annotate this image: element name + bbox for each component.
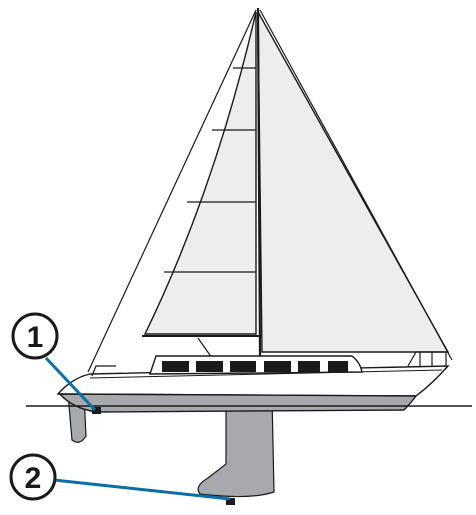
mast [256,7,262,357]
window [264,361,291,372]
hull [56,351,450,413]
cabin-windows [162,361,348,372]
window [328,361,348,372]
backstay [87,9,257,373]
vang [197,337,213,359]
window [298,361,320,372]
callout-2: 2 [9,453,231,501]
sail-battens [164,67,256,273]
hull-bottom [58,393,418,413]
window [162,361,189,372]
keel [197,395,275,498]
callout-1-circle [11,312,59,360]
forestay [259,9,453,361]
callout-1: 1 [11,312,97,412]
stern-rail [91,365,116,377]
window [230,361,256,372]
transducer-2 [226,498,235,505]
callout-2-circle [9,453,57,501]
window [196,361,223,372]
sheer-line [89,369,443,379]
transducer-1 [92,407,101,414]
callout-1-number: 1 [27,321,44,354]
callout-1-leader [44,356,97,412]
callout-2-number: 2 [25,462,42,495]
bow-pulpit [407,351,447,367]
mainsail [143,11,257,335]
callout-2-leader [53,478,231,501]
sails [87,7,453,373]
